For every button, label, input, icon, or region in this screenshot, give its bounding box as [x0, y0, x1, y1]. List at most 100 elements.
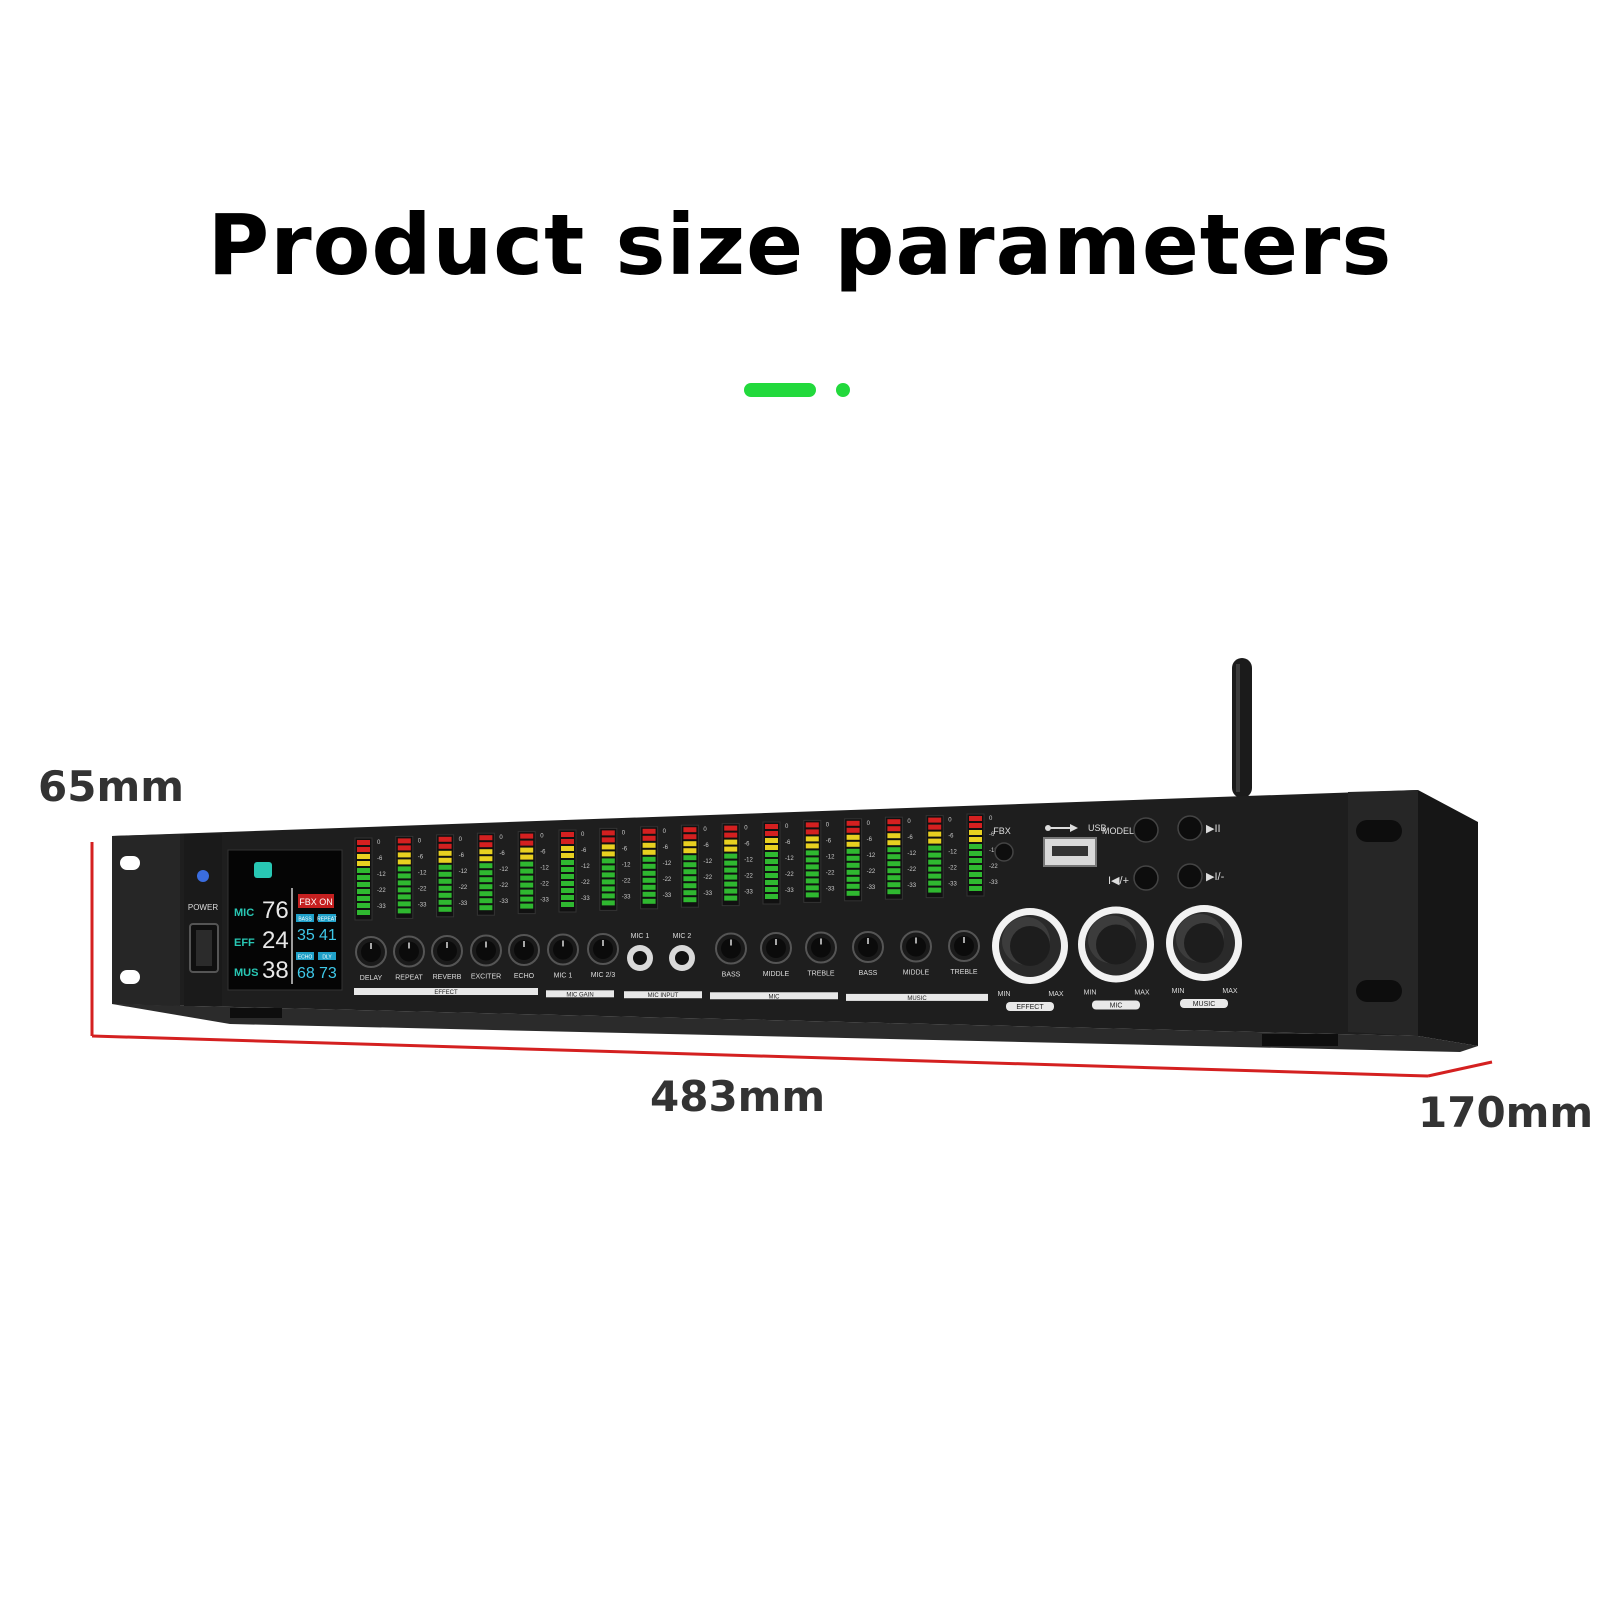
meter-segment: [805, 843, 819, 849]
meter-segment: [357, 868, 370, 873]
previous-button[interactable]: [1133, 865, 1159, 891]
meter-scale-label: -6: [663, 845, 669, 851]
meter-segment: [601, 830, 615, 836]
antenna: [1232, 658, 1252, 798]
carousel-indicator[interactable]: [836, 383, 850, 397]
meter-segment: [765, 873, 778, 878]
meter-segment: [479, 835, 493, 841]
depth-dimension-line: [1427, 1060, 1493, 1078]
model-button[interactable]: [1133, 817, 1159, 843]
meter-segment: [357, 875, 370, 880]
level-meter: 0-6-12-22-33: [884, 816, 917, 900]
meter-segment: [561, 839, 574, 844]
meter-segment: [846, 883, 860, 889]
meter-scale-label: -33: [948, 882, 957, 888]
meter-segment: [397, 852, 411, 858]
fbx-label: FBX: [993, 826, 1011, 836]
knob-label: MIDDLE: [903, 970, 930, 977]
meter-segment: [397, 838, 411, 844]
meter-segment: [683, 862, 697, 868]
control-knob-cap: [361, 942, 381, 962]
meter-scale-label: -33: [499, 899, 508, 905]
level-meter: 0-6-12-22-33: [476, 832, 509, 916]
knob-label: TREBLE: [950, 969, 978, 976]
knob-label: EFFECT: [1016, 1004, 1044, 1011]
control-knob-cap: [553, 939, 573, 960]
display-mini-value: 73: [319, 965, 337, 982]
meter-segment: [683, 876, 697, 882]
level-meter: 0-6-12-22-33: [436, 834, 468, 918]
meter-segment: [724, 825, 738, 831]
meter-scale-label: 0: [989, 816, 993, 822]
display-mini-tag-bg: [296, 952, 314, 960]
meter-segment: [887, 889, 901, 895]
chassis-bottom-shadow: [112, 1004, 1478, 1052]
meter-scale-label: -6: [785, 840, 791, 846]
meter-segment: [765, 894, 778, 899]
knob-cap: [1184, 923, 1224, 963]
meter-segment: [724, 867, 738, 873]
meter-scale-label: 0: [459, 837, 463, 843]
level-meter: 0-6-12-22-33: [844, 818, 876, 902]
meter-segment: [683, 827, 697, 833]
meter-segment: [642, 884, 656, 890]
meter-scale-label: -12: [744, 858, 753, 864]
meter-scale-label: -6: [418, 854, 424, 860]
meter-segment: [928, 831, 942, 837]
meter-segment: [438, 899, 452, 905]
display-row-label: MIC: [234, 907, 254, 919]
meter-scale-label: -12: [826, 854, 835, 860]
meter-segment: [724, 832, 738, 838]
meter-segment: [357, 903, 370, 908]
meter-segment: [765, 824, 778, 829]
meter-segment: [928, 845, 942, 851]
meter-segment: [397, 866, 411, 872]
play-pause-button[interactable]: [1177, 815, 1203, 841]
meter-segment: [642, 898, 656, 904]
level-meter: 0-6-12-22-33: [599, 827, 631, 911]
meter-segment: [479, 891, 493, 897]
meter-scale-label: -22: [785, 872, 794, 878]
usb-icon: [1045, 824, 1078, 832]
level-meter: 0-6-12-22-33: [762, 821, 794, 905]
knob-label: MIC 2/3: [591, 972, 616, 979]
level-meter: 0-6-12-22-33: [680, 824, 713, 908]
meter-segment: [561, 874, 574, 879]
meter-segment: [438, 836, 452, 842]
level-meter: 0-6-12-22-33: [517, 831, 550, 915]
meter-scale-label: -33: [744, 890, 753, 896]
knob-min-label: MIN: [1172, 988, 1185, 995]
meter-segment: [805, 878, 819, 884]
play-pause-icon: ▶II: [1206, 823, 1221, 835]
carousel-indicator-active[interactable]: [744, 383, 816, 397]
meter-segment: [805, 892, 819, 898]
control-knob-cap: [399, 941, 419, 962]
meter-segment: [520, 868, 534, 874]
meter-segment: [438, 892, 452, 898]
next-button[interactable]: [1177, 863, 1203, 889]
meter-scale-label: 0: [826, 822, 830, 828]
meter-segment: [887, 868, 901, 874]
meter-segment: [765, 880, 778, 885]
display-row-value: 38: [262, 957, 289, 984]
meter-segment: [479, 863, 493, 869]
meter-scale-label: -12: [418, 870, 427, 876]
display-mini-value: 41: [319, 927, 337, 944]
meter-segment: [969, 858, 982, 863]
meter-segment: [520, 896, 534, 902]
meter-scale-label: -22: [377, 888, 386, 894]
meter-scale-label: -12: [377, 872, 386, 878]
meter-scale-label: -22: [581, 880, 590, 886]
meter-segment: [397, 873, 411, 879]
meter-segment: [520, 854, 534, 860]
meter-segment: [601, 893, 615, 899]
meter-segment: [357, 910, 370, 915]
mic-input-label: MIC 2: [673, 933, 692, 940]
fbx-button[interactable]: [994, 842, 1014, 862]
group-label: MIC GAIN: [566, 992, 593, 998]
